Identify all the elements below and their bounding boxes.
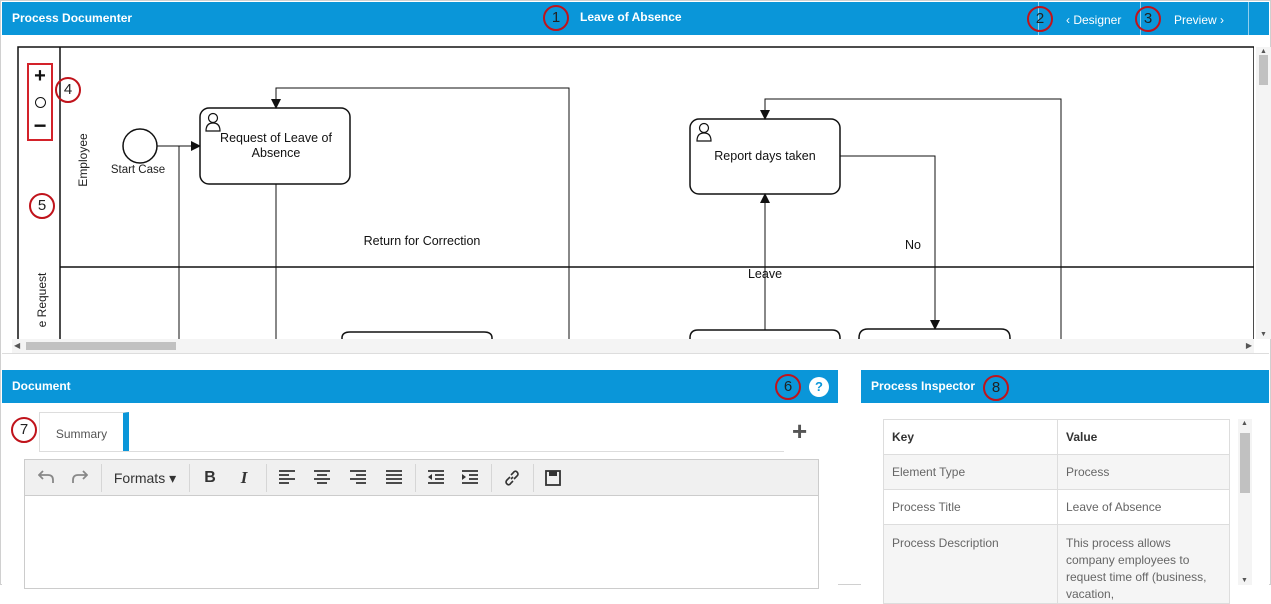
indent-icon[interactable] <box>459 466 481 490</box>
process-diagram-canvas[interactable]: Employee e Request Start Case Request of… <box>2 35 1271 354</box>
help-icon[interactable]: ? <box>809 377 829 397</box>
bold-button[interactable]: B <box>204 469 216 486</box>
callout-5: 5 <box>29 193 55 219</box>
undo-icon[interactable] <box>35 466 57 490</box>
column-header-key: Key <box>883 419 1058 455</box>
user-task-icon <box>696 122 712 142</box>
document-panel: Document ? Summary + Formats ▾ B I <box>2 370 838 589</box>
add-tab-button[interactable]: + <box>792 416 808 446</box>
app-title: Process Documenter <box>12 11 133 25</box>
pool-border <box>17 46 1254 340</box>
separator <box>1248 2 1249 35</box>
inspector-title: Process Inspector <box>871 379 976 393</box>
inspector-scrollbar[interactable]: ▲ ▼ <box>1238 419 1252 585</box>
row-key: Process Description <box>883 524 1058 604</box>
task-label-line1: Request of Leave of <box>220 131 332 145</box>
callout-1: 1 <box>543 5 569 31</box>
toolbar-separator <box>533 464 534 492</box>
zoom-reset-button[interactable] <box>29 91 51 115</box>
table-row[interactable]: Process Description This process allows … <box>883 524 1230 604</box>
scroll-left-arrow[interactable]: ◀ <box>14 341 21 350</box>
flow-label-leave: Leave <box>748 267 782 281</box>
link-icon[interactable] <box>501 466 523 490</box>
task-label-line2: Absence <box>252 146 301 160</box>
toolbar-separator <box>266 464 267 492</box>
align-left-icon[interactable] <box>276 466 298 490</box>
start-event-label: Start Case <box>111 164 165 176</box>
tab-summary[interactable]: Summary <box>39 412 129 451</box>
column-header-value: Value <box>1057 419 1230 455</box>
diagram-vertical-scrollbar[interactable]: ▲ ▼ <box>1256 47 1271 339</box>
start-event[interactable] <box>122 128 158 164</box>
lane-label-employee: Employee <box>76 133 90 187</box>
preview-link[interactable]: Preview › <box>1174 13 1225 27</box>
outdent-icon[interactable] <box>425 466 447 490</box>
zoom-controls: + − <box>27 63 53 141</box>
task-partial[interactable] <box>689 329 841 340</box>
sequence-flow <box>760 98 1062 340</box>
formats-label: Formats <box>113 470 166 486</box>
callout-8: 8 <box>983 375 1009 401</box>
align-right-icon[interactable] <box>347 466 369 490</box>
row-key: Process Title <box>883 489 1058 525</box>
save-icon[interactable] <box>542 466 564 490</box>
callout-2: 2 <box>1027 6 1053 32</box>
document-header: Document ? <box>2 370 838 403</box>
toolbar-separator <box>491 464 492 492</box>
lane-label-request: e Request <box>35 272 49 327</box>
toolbar-separator <box>101 464 102 492</box>
flow-label-no: No <box>905 238 921 252</box>
toolbar-separator <box>415 464 416 492</box>
diagram-horizontal-scrollbar[interactable]: ◀ ▶ <box>12 339 1254 353</box>
row-value: Leave of Absence <box>1057 489 1230 525</box>
zoom-in-button[interactable]: + <box>34 65 46 87</box>
table-row[interactable]: Process Title Leave of Absence <box>883 489 1230 525</box>
scroll-up-arrow[interactable]: ▲ <box>1260 48 1267 55</box>
scroll-thumb[interactable] <box>1259 55 1268 85</box>
task-partial[interactable] <box>858 328 1011 340</box>
top-bar: Process Documenter Leave of Absence ‹ De… <box>2 2 1269 35</box>
scroll-thumb[interactable] <box>26 342 176 350</box>
align-center-icon[interactable] <box>311 466 333 490</box>
callout-3: 3 <box>1135 6 1161 32</box>
formats-dropdown[interactable]: Formats ▾ <box>113 470 177 486</box>
reset-zoom-icon <box>34 97 46 108</box>
designer-link[interactable]: ‹ Designer <box>1066 13 1122 27</box>
process-title: Leave of Absence <box>580 10 682 24</box>
scroll-up-arrow[interactable]: ▲ <box>1241 420 1248 427</box>
toolbar-separator <box>189 464 190 492</box>
diagram-svg: Employee e Request Start Case Request of… <box>17 46 1254 340</box>
task-partial[interactable] <box>341 331 493 340</box>
row-key: Element Type <box>883 454 1058 490</box>
editor-toolbar: Formats ▾ B I <box>25 460 818 496</box>
sequence-flow <box>840 155 940 330</box>
row-value: Process <box>1057 454 1230 490</box>
scroll-thumb[interactable] <box>1240 433 1250 493</box>
callout-7: 7 <box>11 417 37 443</box>
align-justify-icon[interactable] <box>383 466 405 490</box>
rich-text-editor[interactable]: Formats ▾ B I <box>24 459 819 589</box>
row-value: This process allows company employees to… <box>1057 524 1230 604</box>
scroll-down-arrow[interactable]: ▼ <box>1241 577 1248 584</box>
task-label-report-days: Report days taken <box>714 149 815 163</box>
scroll-down-arrow[interactable]: ▼ <box>1260 331 1267 338</box>
redo-icon[interactable] <box>69 466 91 490</box>
document-tabs: Summary <box>39 412 784 452</box>
callout-4: 4 <box>55 77 81 103</box>
process-inspector-panel: Process Inspector Key Value Element Type… <box>861 370 1269 604</box>
italic-button[interactable]: I <box>240 468 248 487</box>
zoom-out-button[interactable]: − <box>33 113 47 138</box>
scroll-right-arrow[interactable]: ▶ <box>1245 341 1252 350</box>
flow-label-return: Return for Correction <box>364 234 481 248</box>
callout-6: 6 <box>775 374 801 400</box>
inspector-table: Key Value Element Type Process Process T… <box>883 419 1230 604</box>
inspector-header: Process Inspector <box>861 370 1269 403</box>
return-flow <box>271 87 570 340</box>
document-title: Document <box>12 379 71 393</box>
table-row[interactable]: Element Type Process <box>883 454 1230 490</box>
user-task-icon <box>205 112 221 132</box>
